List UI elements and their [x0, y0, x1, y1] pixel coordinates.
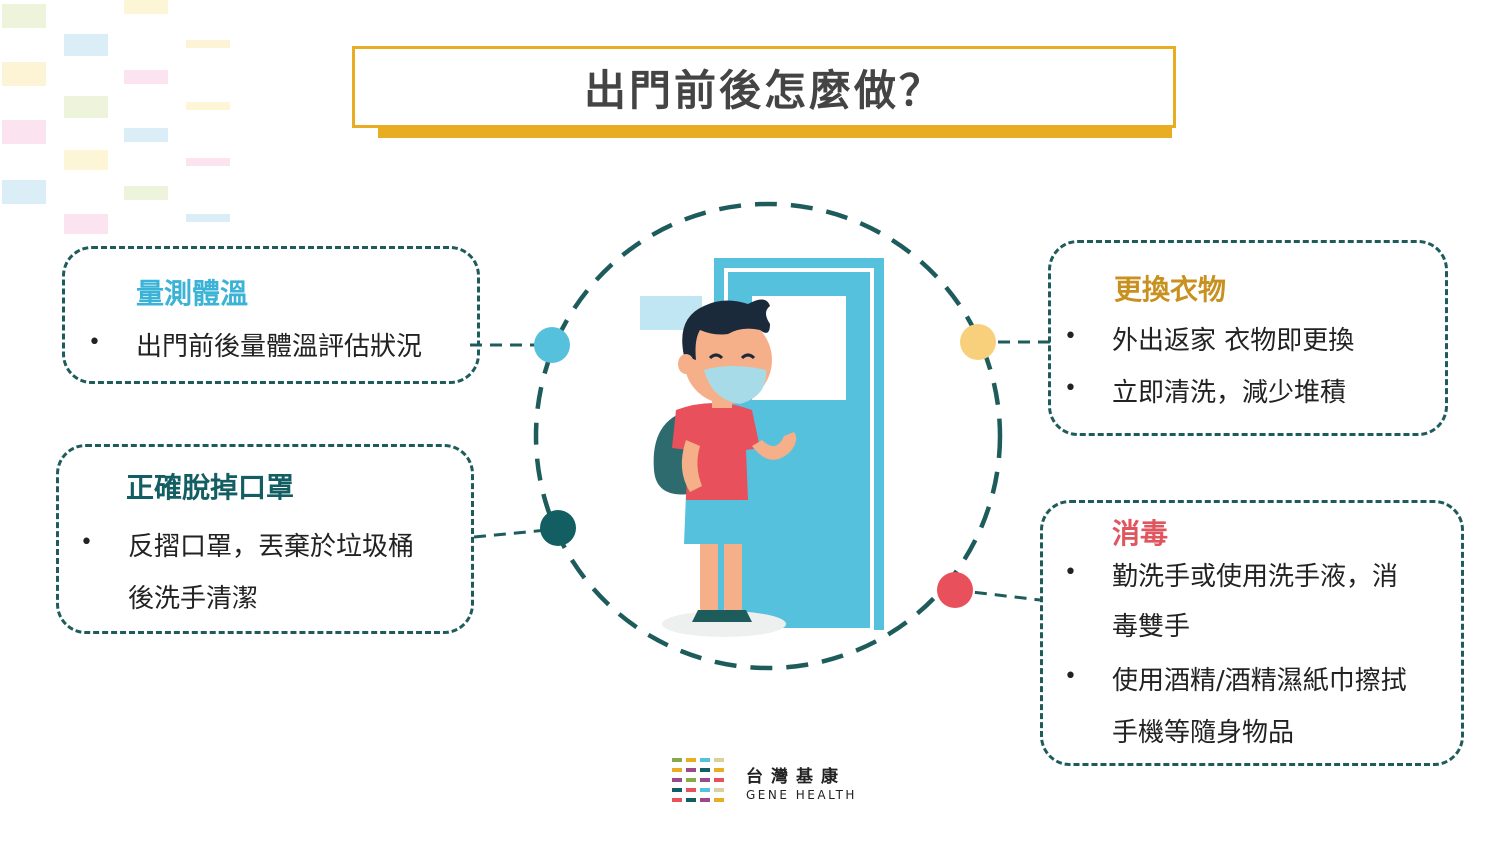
bullet-icon: •	[1064, 560, 1077, 585]
card-disinfect	[1040, 500, 1464, 766]
card-temperature	[62, 246, 480, 384]
card-disinfect-item: 毒雙手	[1112, 612, 1191, 642]
bullet-icon: •	[88, 330, 101, 355]
card-clothes-title: 更換衣物	[1114, 273, 1227, 306]
card-clothes	[1048, 240, 1448, 436]
card-mask	[56, 444, 474, 634]
bullet-icon: •	[1064, 324, 1077, 349]
card-disinfect-item: 使用酒精/酒精濕紙巾擦拭	[1112, 666, 1407, 696]
connector-disinfect	[954, 588, 1041, 602]
child-with-mask-icon	[653, 299, 797, 637]
card-clothes-item: 立即清洗，減少堆積	[1112, 378, 1347, 408]
decorative-pattern	[0, 0, 240, 240]
central-dashed-circle	[533, 201, 1003, 671]
card-temperature-item: 出門前後量體溫評估狀況	[136, 332, 423, 362]
logo-chinese-name: 台灣基康	[746, 767, 846, 787]
title-underline	[378, 128, 1172, 138]
gene-health-logo-icon	[672, 758, 724, 802]
title-box: 出門前後怎麼做？	[352, 46, 1176, 128]
bullet-icon: •	[80, 530, 93, 555]
card-mask-item: 後洗手清潔	[128, 584, 259, 614]
card-temperature-title: 量測體溫	[136, 277, 249, 310]
node-mask	[540, 510, 576, 546]
card-clothes-item: 外出返家 衣物即更換	[1112, 326, 1355, 356]
card-mask-title: 正確脫掉口罩	[126, 471, 295, 504]
bullet-icon: •	[1064, 376, 1077, 401]
card-mask-item: 反摺口罩，丟棄於垃圾桶	[128, 532, 415, 562]
page-title: 出門前後怎麼做？	[583, 65, 944, 115]
card-disinfect-item: 勤洗手或使用洗手液，消	[1112, 562, 1399, 592]
card-disinfect-title: 消毒	[1112, 517, 1169, 550]
node-temperature	[534, 327, 570, 363]
node-disinfect	[937, 572, 973, 608]
card-disinfect-item: 手機等隨身物品	[1112, 718, 1295, 748]
bullet-icon: •	[1064, 664, 1077, 689]
node-clothes	[960, 324, 996, 360]
logo-english-name: GENE HEALTH	[746, 788, 857, 802]
